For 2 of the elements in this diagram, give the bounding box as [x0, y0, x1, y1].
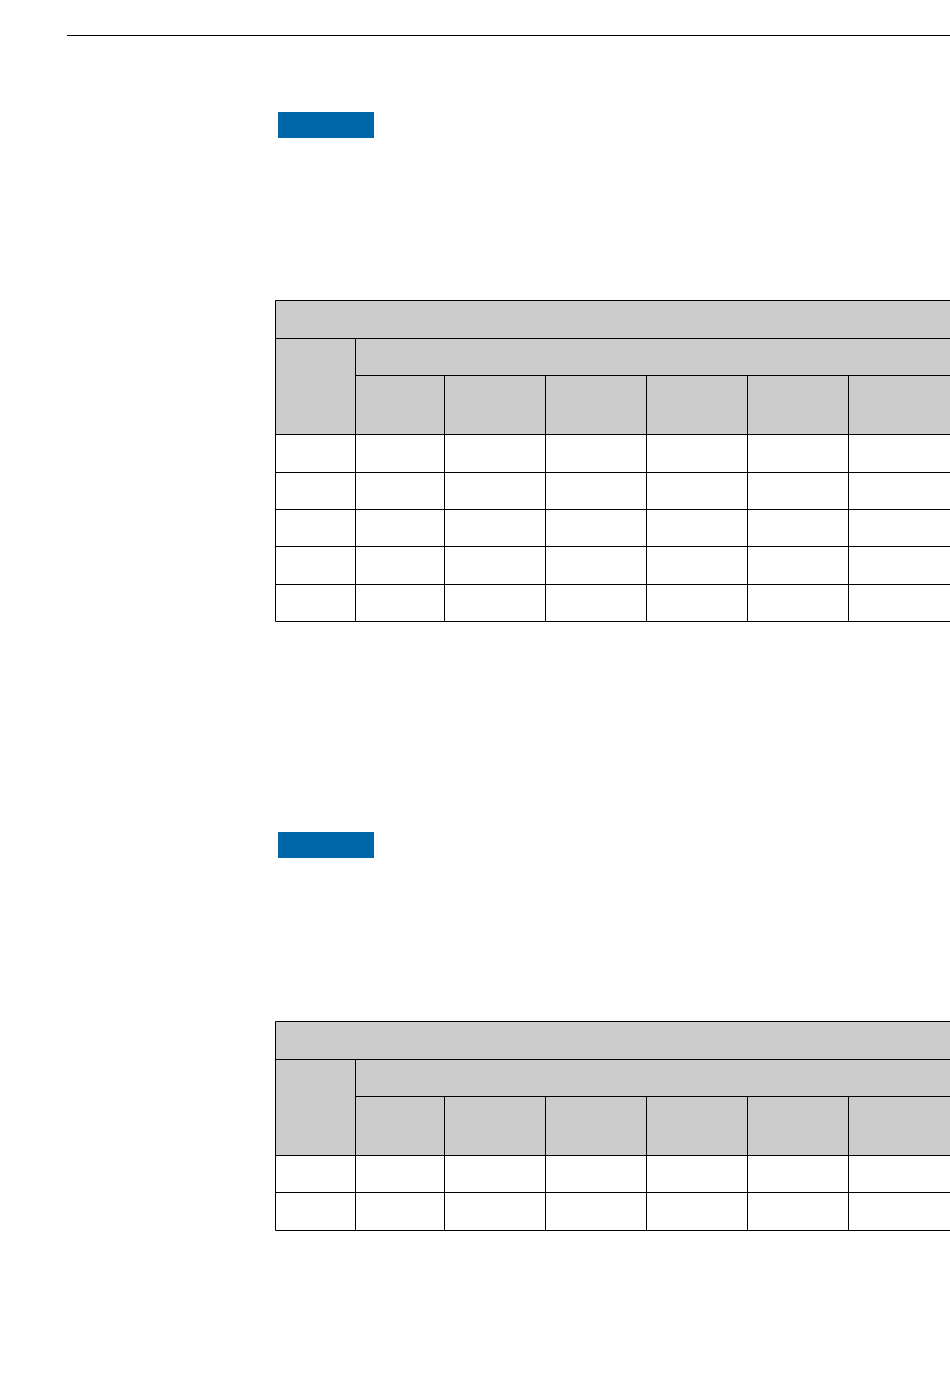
section-marker-bar	[278, 112, 374, 138]
section-marker-bar	[278, 832, 374, 858]
